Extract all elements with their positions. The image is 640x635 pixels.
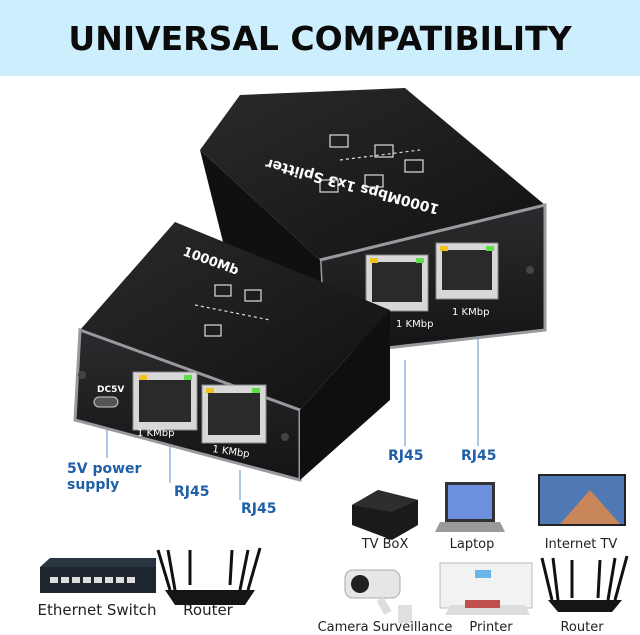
- back-port-speed-labels: 1 KMbp 1 KMbp: [396, 307, 489, 330]
- device-label-internet-tv: Internet TV: [544, 537, 618, 552]
- device-label-ethernet-switch: Ethernet Switch: [37, 601, 157, 619]
- device-label-laptop: Laptop: [449, 537, 495, 552]
- device-label-camera: Camera Surveillance: [317, 620, 453, 635]
- power-port-label: DC5V: [97, 385, 124, 395]
- printer-image: [439, 562, 533, 615]
- device-label-tv-box: TV BoX: [361, 537, 409, 552]
- router-image: [156, 547, 262, 605]
- rj45-callout-back-1: RJ45: [388, 448, 424, 464]
- device-label-router-2: Router: [560, 620, 604, 635]
- laptop-image: [435, 482, 505, 532]
- router-image-2: [540, 555, 629, 612]
- power-supply-callout: 5V power supply: [67, 461, 142, 493]
- front-rj45-ports: [132, 371, 267, 444]
- back-port-speed-label-2: 1 KMbp: [452, 307, 489, 318]
- page-title: UNIVERSAL COMPATIBILITY: [68, 18, 572, 58]
- usb-c-power-port: [93, 396, 119, 408]
- ethernet-switch-image: [40, 558, 156, 593]
- device-label-router: Router: [183, 601, 233, 619]
- svg-text:1 KMbp: 1 KMbp: [212, 444, 251, 460]
- tv-box-image: [352, 490, 418, 540]
- back-port-speed-label-1: 1 KMbp: [396, 319, 433, 330]
- svg-text:1 KMbp: 1 KMbp: [137, 428, 174, 439]
- camera-image: [344, 569, 412, 623]
- rj45-callout-front-2: RJ45: [241, 501, 277, 517]
- back-rj45-ports: [365, 242, 499, 312]
- rj45-callout-back-2: RJ45: [461, 448, 497, 464]
- rj45-callout-front-1: RJ45: [174, 484, 210, 500]
- header-banner: UNIVERSAL COMPATIBILITY: [0, 0, 640, 76]
- front-splitter-unit: 1000Mb DC5V 1 KMbp 1 KMbp: [73, 222, 390, 482]
- internet-tv-image: [538, 474, 626, 526]
- device-label-printer: Printer: [469, 620, 513, 635]
